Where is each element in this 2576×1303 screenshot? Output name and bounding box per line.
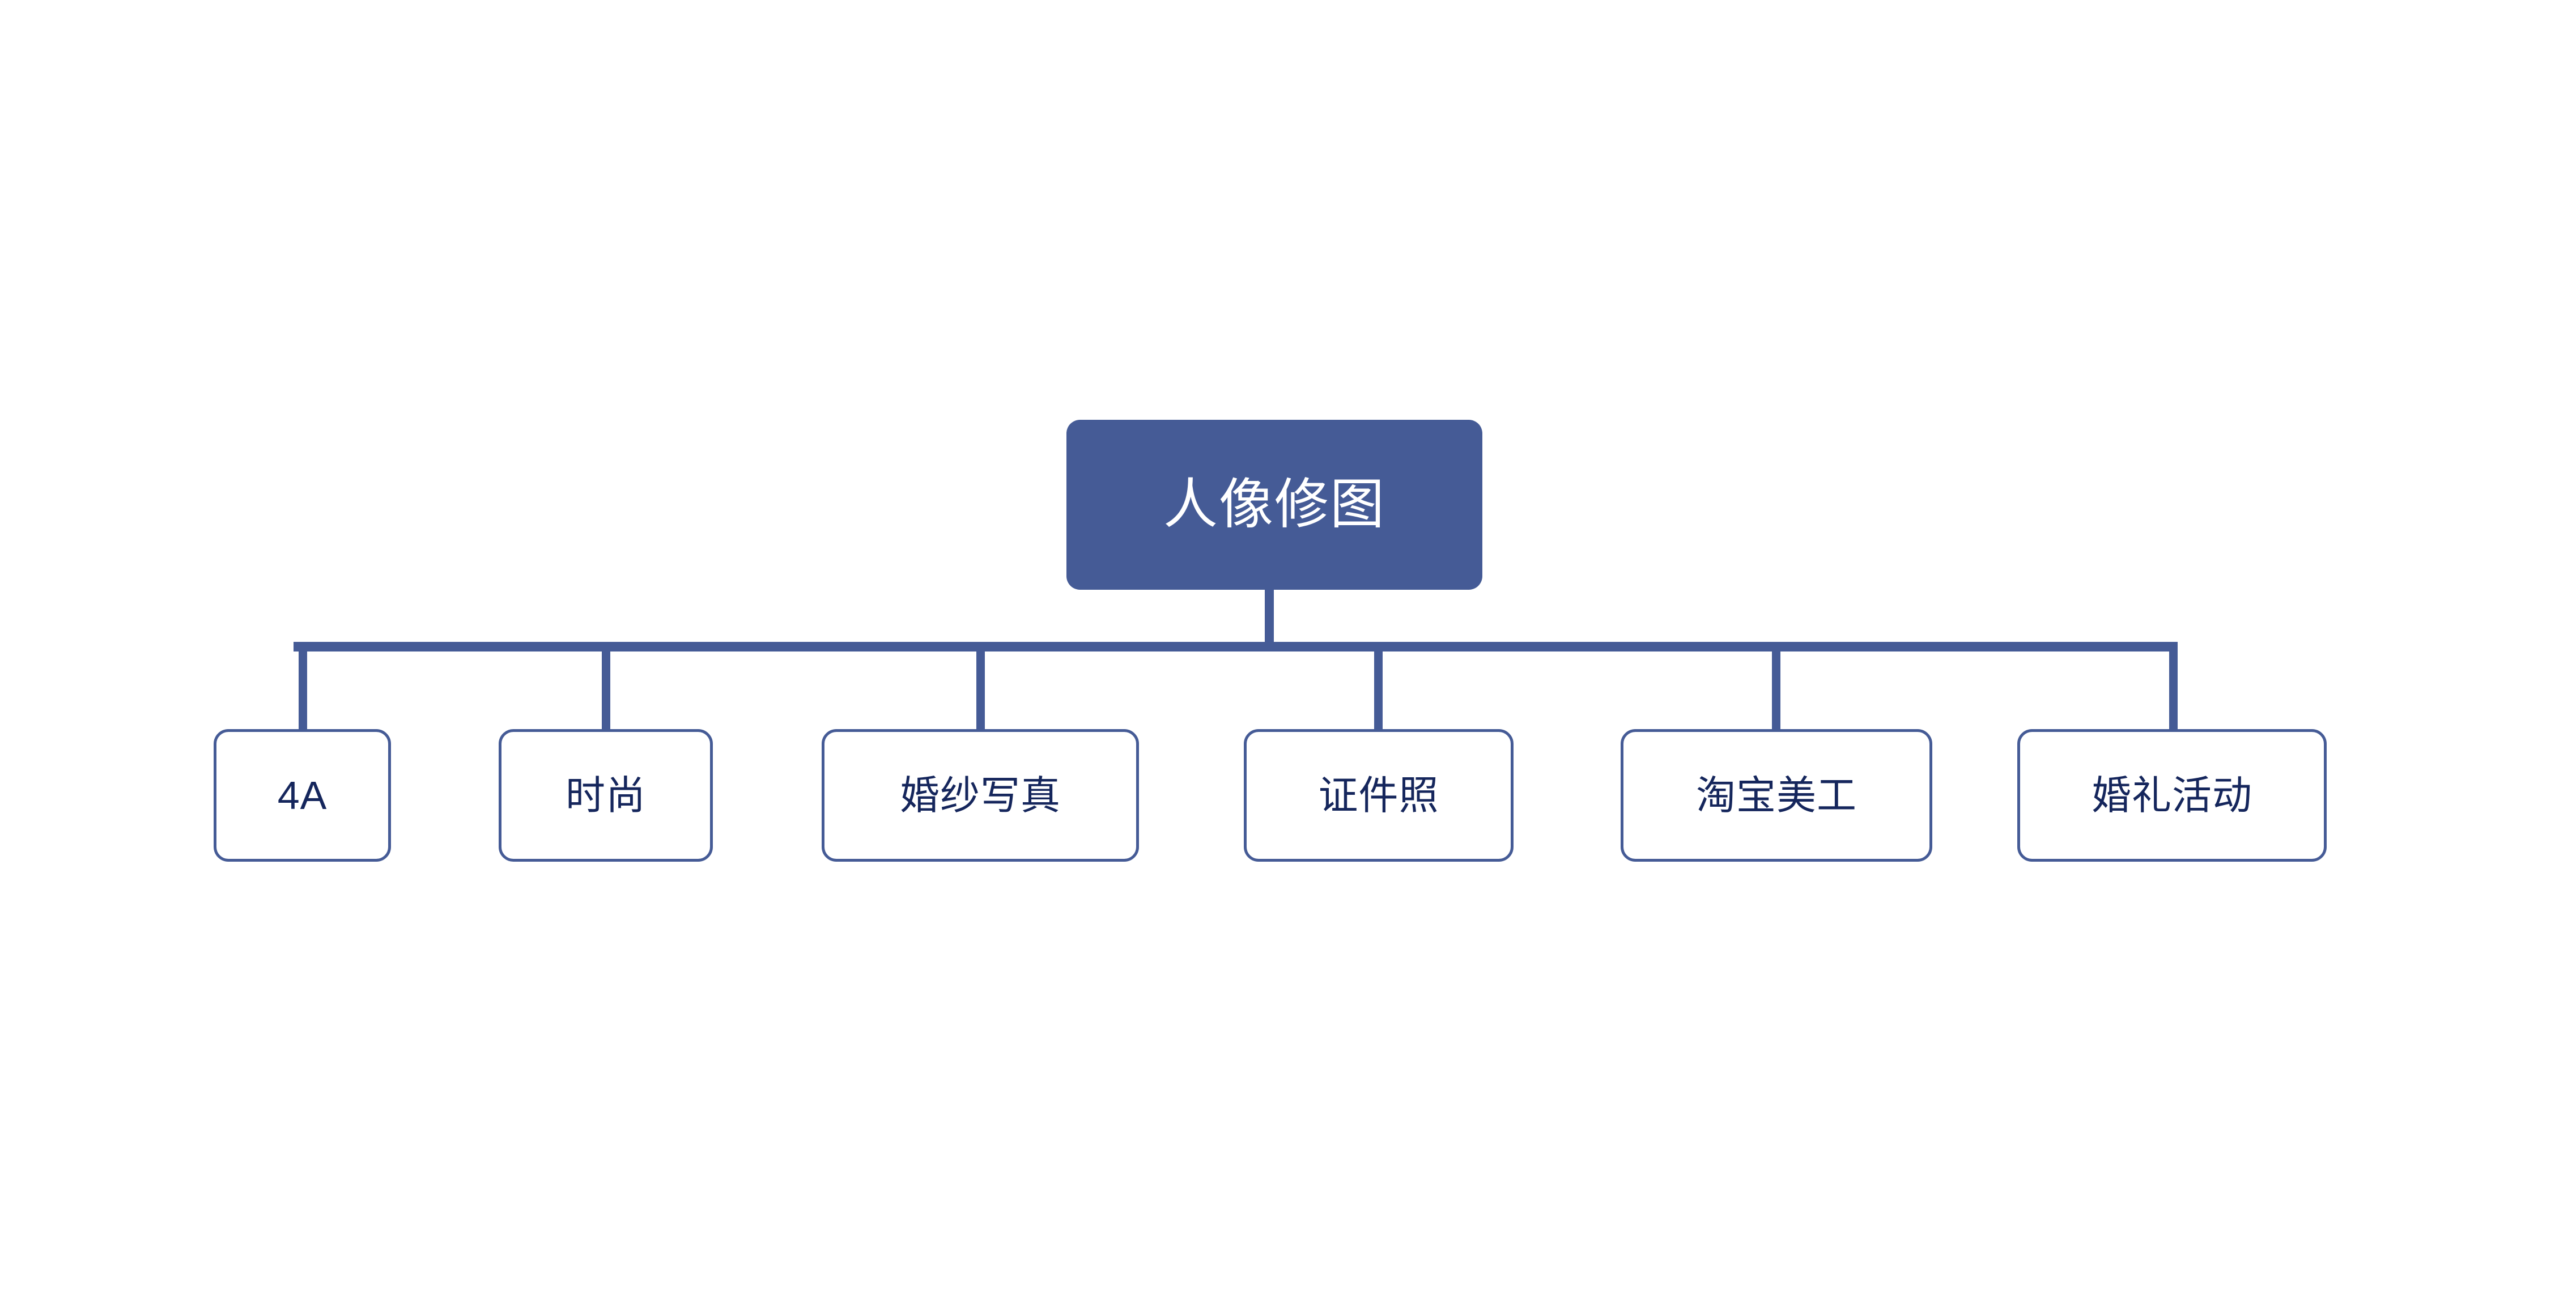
connector-drop-5 xyxy=(1772,642,1780,731)
connector-drop-4 xyxy=(1374,642,1383,731)
connector-drop-3 xyxy=(976,642,985,731)
connector-drop-1 xyxy=(299,642,307,731)
child-node-1-label: 4A xyxy=(277,773,328,817)
child-node-6[interactable]: 婚礼活动 xyxy=(2017,729,2327,862)
child-node-2-label: 时尚 xyxy=(566,773,646,817)
child-node-5-label: 淘宝美工 xyxy=(1696,773,1857,817)
child-node-4-label: 证件照 xyxy=(1318,773,1439,817)
connector-root-stem xyxy=(1265,588,1274,644)
connector-horizontal-bus xyxy=(294,642,2178,652)
child-node-3-label: 婚纱写真 xyxy=(900,773,1061,817)
child-node-3[interactable]: 婚纱写真 xyxy=(822,729,1139,862)
root-node-label: 人像修图 xyxy=(1163,474,1385,535)
connector-drop-6 xyxy=(2169,642,2178,731)
child-node-6-label: 婚礼活动 xyxy=(2092,773,2252,817)
child-node-4[interactable]: 证件照 xyxy=(1244,729,1514,862)
root-node-portrait-retouching[interactable]: 人像修图 xyxy=(1066,420,1482,590)
child-node-1[interactable]: 4A xyxy=(214,729,391,862)
child-node-5[interactable]: 淘宝美工 xyxy=(1621,729,1932,862)
connector-drop-2 xyxy=(602,642,610,731)
child-node-2[interactable]: 时尚 xyxy=(499,729,713,862)
